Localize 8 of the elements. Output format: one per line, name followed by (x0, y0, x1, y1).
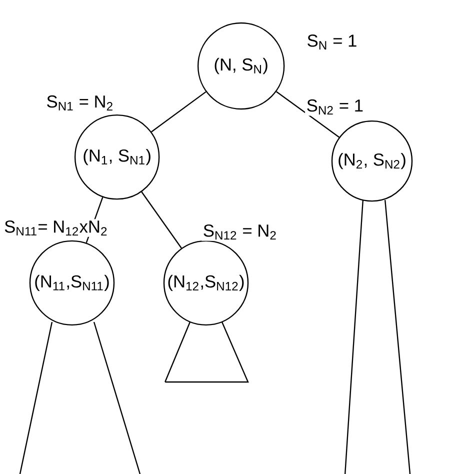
node-label: S$_{N11}$= N$_{12}$xN$_{2}$ (2, 219, 110, 237)
node-label: S$_{N12}$ = N$_{2}$ (202, 223, 278, 241)
tree-edge (141, 192, 182, 248)
tree-edge (276, 91, 340, 138)
node-label: S$_{N1}$ = N$_{2}$ (44, 94, 116, 112)
tree-edge (151, 91, 206, 132)
node-label: S$_{N2}$ = 1 (305, 98, 365, 116)
node-label: S$_{N}$ = 1 (305, 33, 359, 51)
